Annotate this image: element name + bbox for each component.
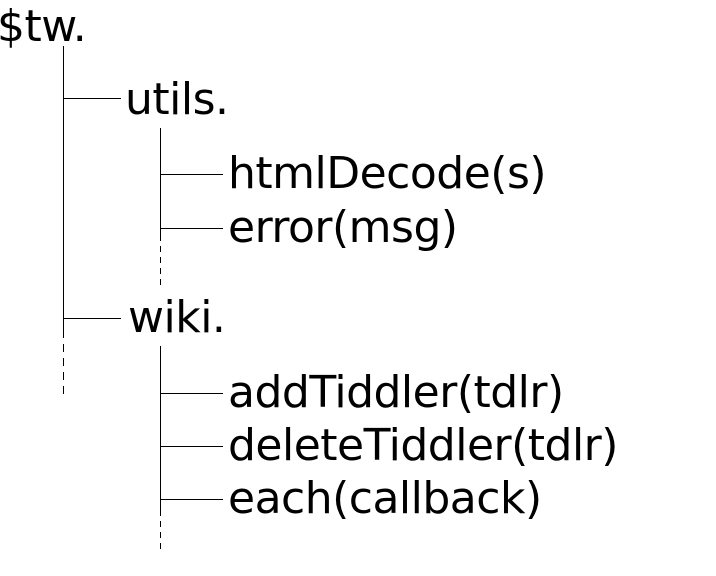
utils-label: utils. <box>125 74 229 125</box>
utils-item-error: error(msg) <box>228 202 458 253</box>
root-label: $tw. <box>0 1 87 52</box>
utils-item-htmldecode: htmlDecode(s) <box>228 148 547 199</box>
wiki-item-deletetiddler: deleteTiddler(tdlr) <box>228 420 618 471</box>
wiki-item-addtiddler: addTiddler(tdlr) <box>228 367 564 418</box>
wiki-item-each: each(callback) <box>228 473 542 524</box>
wiki-label: wiki. <box>128 292 226 343</box>
